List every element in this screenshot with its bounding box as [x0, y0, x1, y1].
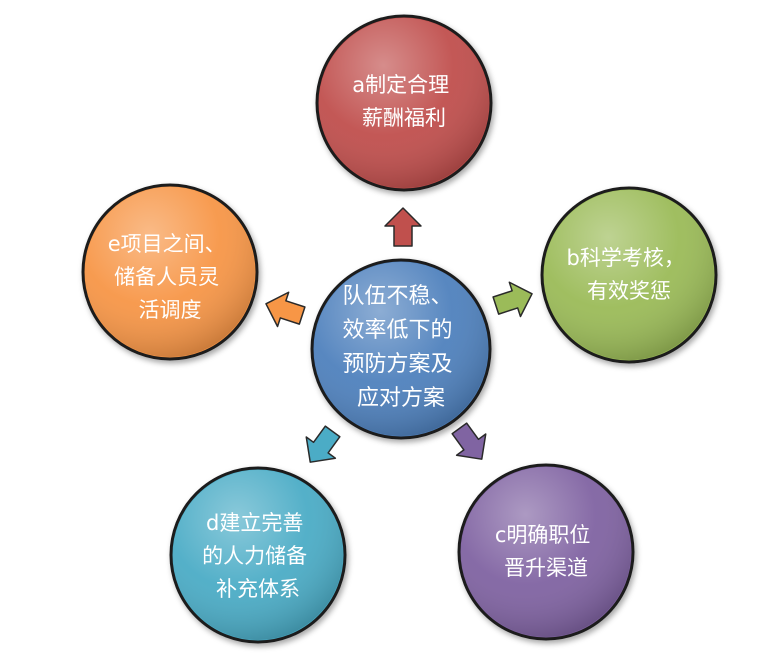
node-d: d建立完善 的人力储备 补充体系: [169, 466, 347, 644]
center-label-line: 预防方案及: [342, 352, 452, 377]
node-d-sheen: [173, 470, 343, 640]
node-e-label-line: 活调度: [139, 298, 202, 322]
node-b-sheen: [544, 190, 714, 360]
center-node: 队伍不稳、 效率低下的 预防方案及 应对方案: [310, 258, 492, 440]
node-c: c明确职位 晋升渠道: [457, 463, 635, 641]
node-d-label-line: 的人力储备: [202, 544, 307, 568]
arrow-to-a: [384, 207, 422, 247]
node-d-label: d建立完善 的人力储备 补充体系: [202, 511, 314, 601]
node-e-label: e项目之间、 储备人员灵 活调度: [108, 232, 233, 322]
node-a: a制定合理 薪酬福利: [315, 14, 493, 192]
arrow-to-d: [305, 425, 341, 463]
node-b-label-line: b科学考核，: [566, 246, 684, 270]
node-b-label-line: 有效奖惩: [587, 279, 671, 303]
center-label-line: 队伍不稳、: [342, 284, 452, 309]
arrow-to-b: [492, 281, 533, 318]
node-d-label-line: d建立完善: [206, 511, 303, 535]
center-label: 队伍不稳、 效率低下的 预防方案及 应对方案: [342, 284, 459, 411]
node-c-label: c明确职位 晋升渠道: [495, 523, 597, 580]
node-e: e项目之间、 储备人员灵 活调度: [81, 183, 259, 361]
center-circle-sheen: [314, 262, 488, 436]
node-a-label: a制定合理 薪酬福利: [352, 73, 456, 130]
node-a-label-line: a制定合理: [352, 73, 449, 97]
arrow-to-e: [265, 291, 306, 328]
node-b: b科学考核， 有效奖惩: [540, 186, 718, 364]
arrow-to-c: [451, 422, 487, 460]
node-e-label-line: e项目之间、: [108, 232, 226, 256]
center-label-line: 效率低下的: [342, 318, 452, 343]
node-c-label-line: c明确职位: [495, 523, 591, 547]
node-e-label-line: 储备人员灵: [114, 265, 219, 289]
node-a-label-line: 薪酬福利: [362, 106, 446, 130]
node-c-label-line: 晋升渠道: [504, 556, 588, 580]
node-c-sheen: [461, 467, 631, 637]
arrows: [265, 207, 533, 463]
node-e-sheen: [85, 187, 255, 357]
node-a-sheen: [319, 18, 489, 188]
node-b-label: b科学考核， 有效奖惩: [566, 246, 691, 303]
node-d-label-line: 补充体系: [216, 577, 300, 601]
center-label-line: 应对方案: [357, 386, 445, 411]
